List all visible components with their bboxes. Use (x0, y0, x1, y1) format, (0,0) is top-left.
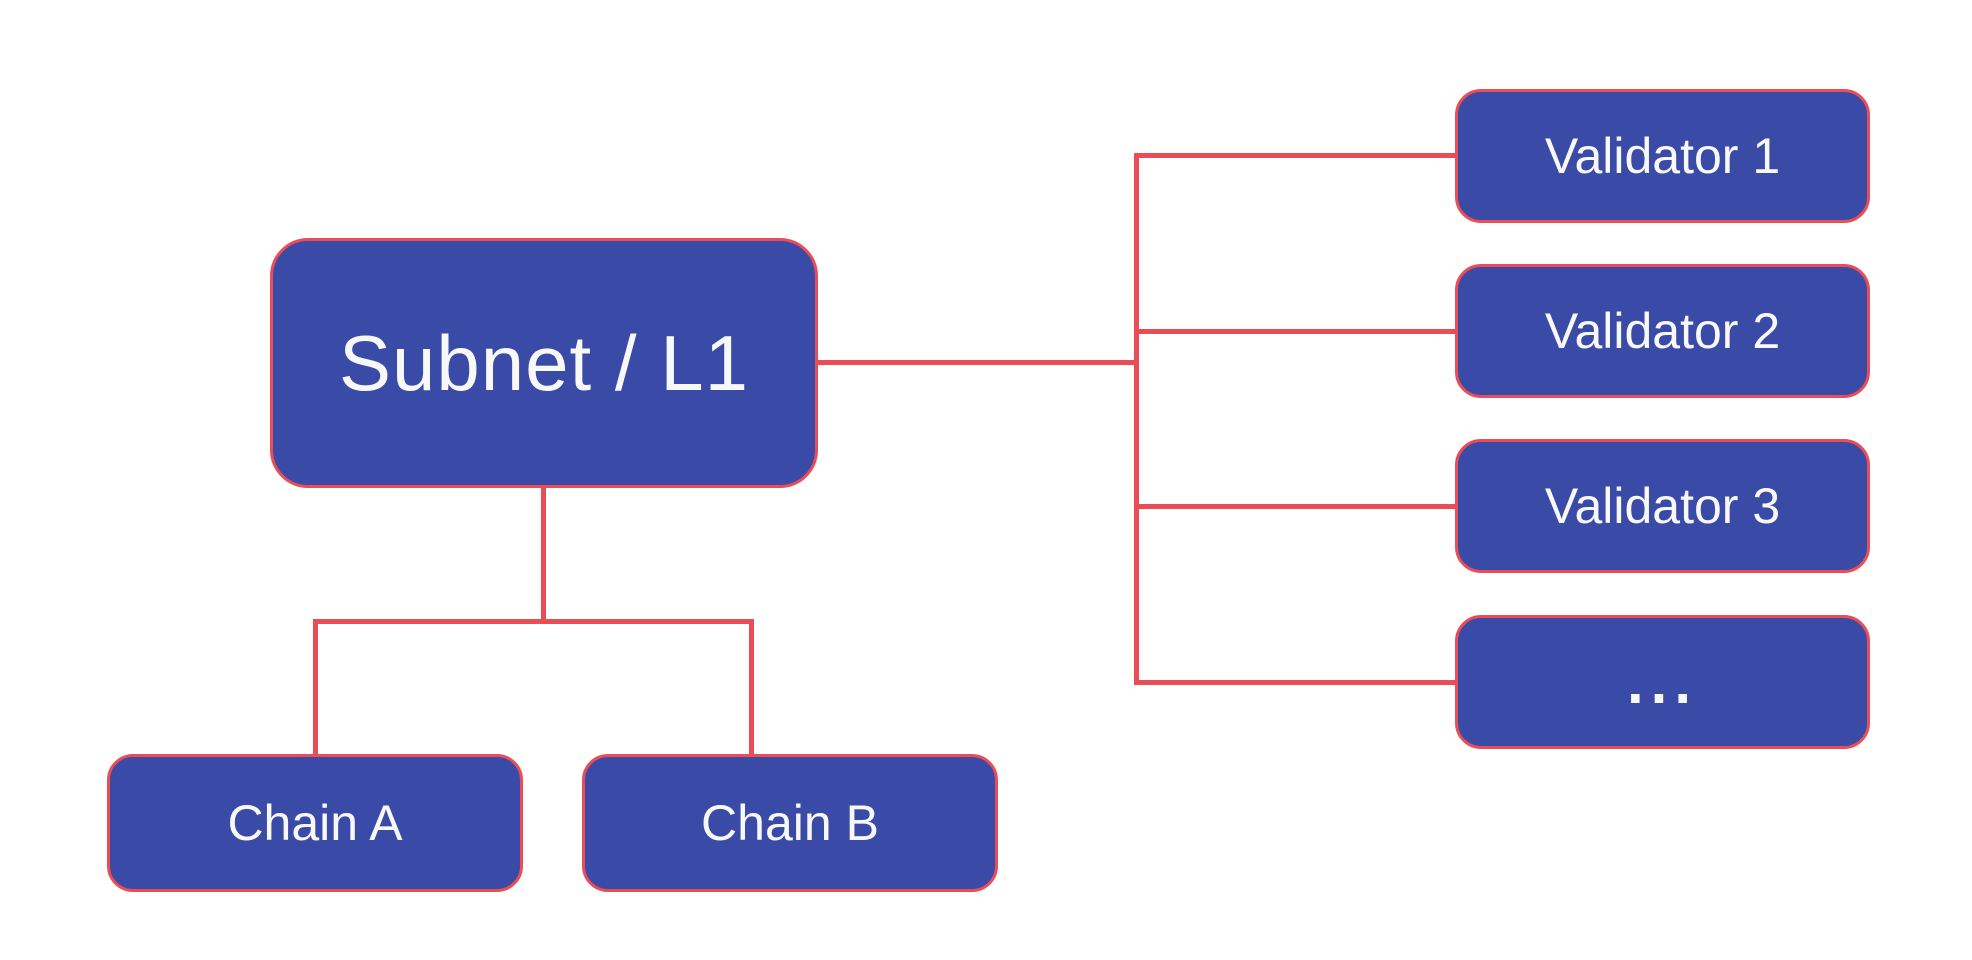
connector-drop-chain-a (313, 619, 318, 754)
node-validator-1-label: Validator 1 (1544, 128, 1781, 184)
node-validator-2-label: Validator 2 (1544, 303, 1781, 359)
node-validator-2: Validator 2 (1455, 264, 1870, 398)
node-chain-a: Chain A (107, 754, 523, 892)
connector-branch-validator-1 (1134, 153, 1455, 158)
connector-branch-validator-more (1134, 680, 1455, 685)
node-validator-1: Validator 1 (1455, 89, 1870, 223)
node-validator-3-label: Validator 3 (1544, 478, 1781, 534)
connector-branch-validator-3 (1134, 504, 1455, 509)
connector-subnet-down (541, 487, 546, 624)
node-validator-more: ... (1455, 615, 1870, 749)
node-subnet-l1: Subnet / L1 (270, 238, 818, 488)
node-chain-b: Chain B (582, 754, 998, 892)
connector-chains-bar (313, 619, 754, 624)
node-chain-a-label: Chain A (227, 795, 403, 851)
node-subnet-l1-label: Subnet / L1 (339, 318, 749, 407)
node-validator-3: Validator 3 (1455, 439, 1870, 573)
connector-branch-validator-2 (1134, 329, 1455, 334)
connector-subnet-to-trunk (815, 360, 1139, 365)
node-chain-b-label: Chain B (701, 795, 879, 851)
connector-validator-trunk (1134, 153, 1139, 685)
node-validator-more-label: ... (1626, 648, 1698, 716)
connector-drop-chain-b (749, 619, 754, 754)
